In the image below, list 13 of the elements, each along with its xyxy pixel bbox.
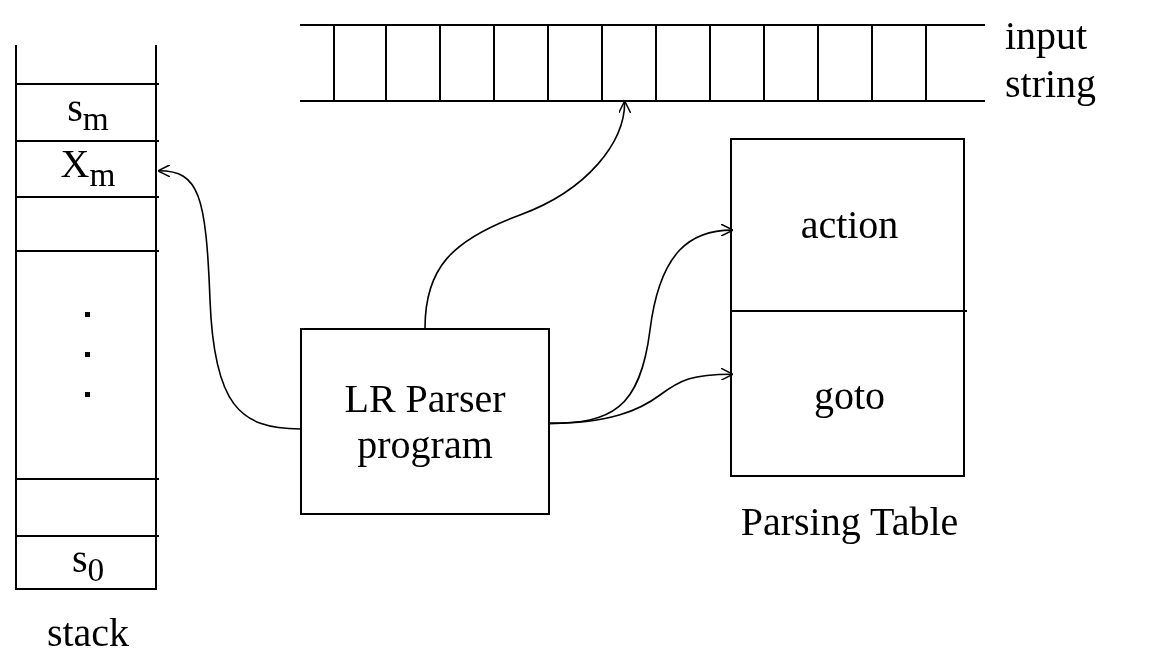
table-label: Parsing Table — [739, 499, 960, 545]
arrow — [549, 367, 734, 425]
cell-label: X$_{m}$ — [59, 140, 117, 195]
cell-label: s$_{m}$ — [66, 84, 110, 138]
stack-label: stack — [45, 610, 131, 656]
cell-label: action — [799, 202, 900, 248]
cell-label: s$_{0}$ — [70, 535, 106, 589]
arrow — [157, 164, 301, 430]
input-label: input string — [1005, 12, 1098, 108]
process-box — [300, 328, 550, 515]
cell-label: goto — [812, 372, 887, 419]
box-label: LR Parser program — [343, 375, 507, 468]
arrow — [424, 100, 631, 329]
